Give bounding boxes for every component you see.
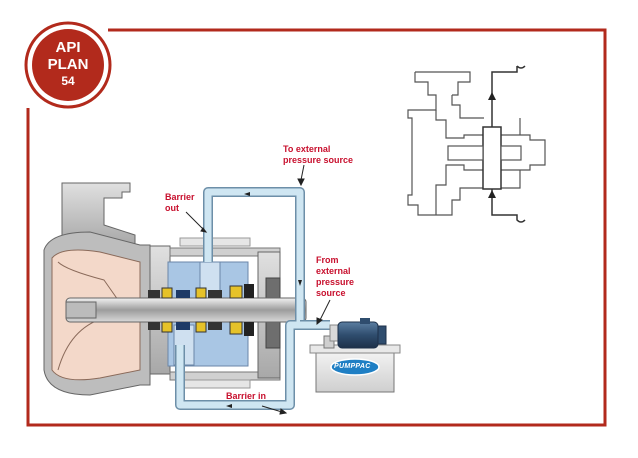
pressure-unit bbox=[309, 318, 401, 393]
label-barrier-in: Barrier in bbox=[226, 391, 267, 401]
mechanical-seals bbox=[148, 284, 254, 336]
label-barrier-out-line1: Barrier bbox=[165, 192, 195, 202]
barrier-piping bbox=[175, 187, 330, 410]
unit-brand-logo: PUMPPAC bbox=[334, 363, 371, 370]
label-from-external-line2: external bbox=[316, 266, 351, 276]
label-from-external-line3: pressure bbox=[316, 277, 355, 287]
label-from-external-line4: source bbox=[316, 288, 346, 298]
badge-line-3: 54 bbox=[61, 74, 75, 88]
label-barrier-out-line2: out bbox=[165, 203, 179, 213]
label-to-external-line2: pressure source bbox=[283, 155, 354, 165]
label-from-external: From external pressure source bbox=[316, 255, 354, 299]
label-barrier-out: Barrier out bbox=[165, 192, 195, 214]
flow-arrows bbox=[226, 192, 302, 408]
badge-line-1: API bbox=[55, 39, 81, 56]
label-from-external-line1: From bbox=[316, 255, 339, 265]
badge-line-2: PLAN bbox=[47, 56, 89, 73]
pump-shaft bbox=[65, 297, 307, 323]
label-to-external-line1: To external bbox=[283, 144, 331, 154]
schematic-diagram bbox=[407, 65, 546, 223]
frame bbox=[26, 28, 607, 427]
label-to-external: To external pressure source bbox=[283, 144, 353, 166]
label-leaders bbox=[185, 164, 331, 415]
plan-badge bbox=[24, 21, 112, 109]
